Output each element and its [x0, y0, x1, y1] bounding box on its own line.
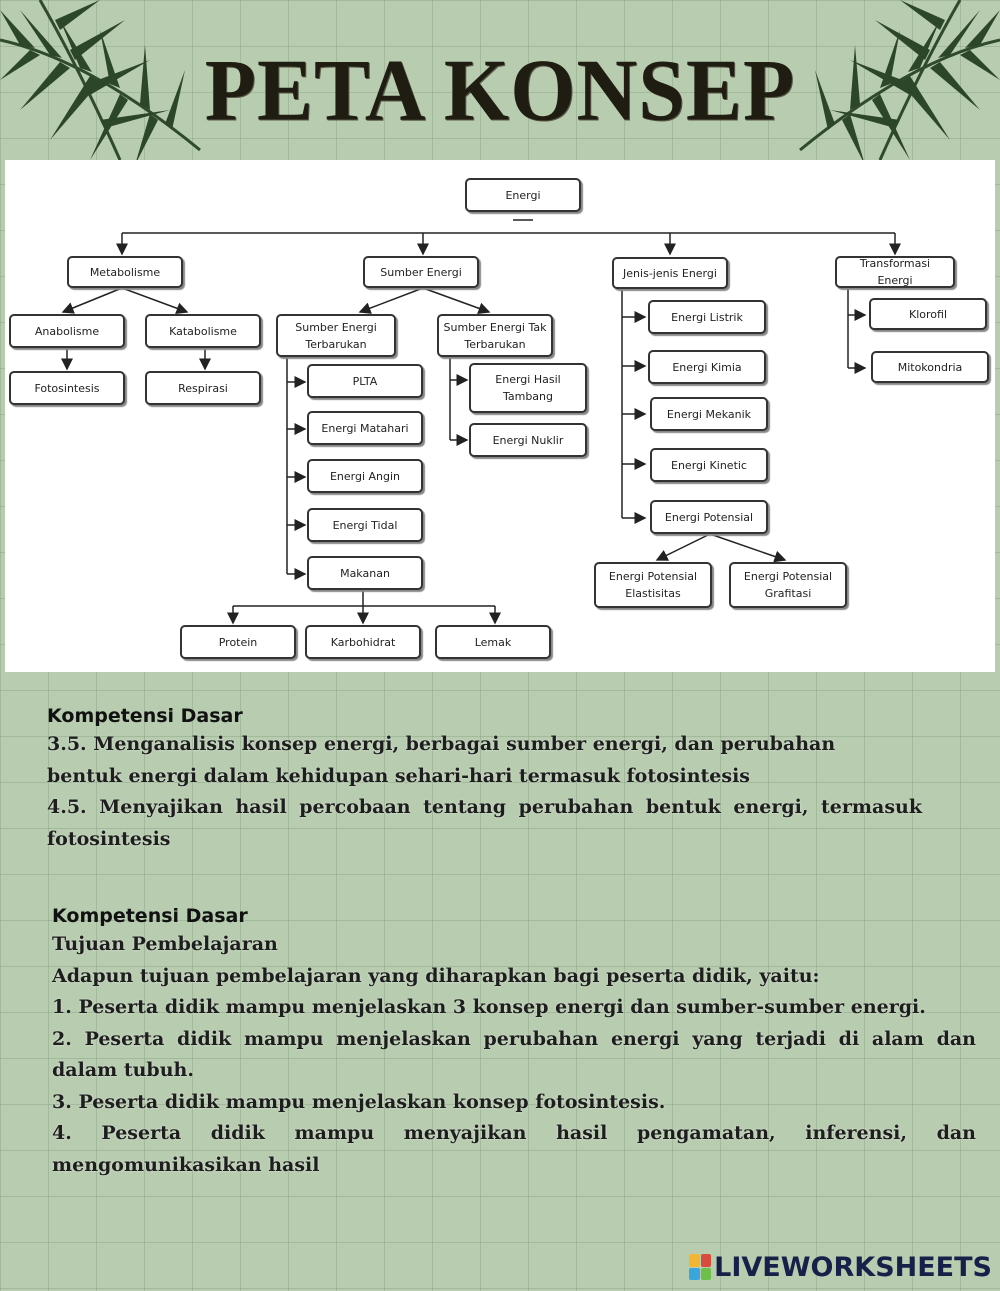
- node-sumber-energi: Sumber Energi: [363, 256, 479, 288]
- node-protein: Protein: [180, 625, 296, 659]
- node-energi-angin: Energi Angin: [307, 459, 423, 493]
- concept-map: Energi Metabolisme Anabolisme Katabolism…: [5, 160, 995, 672]
- tujuan-heading: Kompetensi Dasar: [52, 905, 248, 927]
- node-katabolisme: Katabolisme: [145, 314, 261, 348]
- kompetensi-dasar-section: Kompetensi Dasar 3.5. Menganalisis konse…: [47, 705, 922, 855]
- kd-3-5-line1: 3.5. Menganalisis konsep energi, berbaga…: [47, 733, 836, 755]
- node-sumber-tak-terbarukan: Sumber Energi Tak Terbarukan: [437, 314, 553, 357]
- node-respirasi: Respirasi: [145, 371, 261, 405]
- node-mitokondria: Mitokondria: [871, 351, 989, 383]
- liveworksheets-logo[interactable]: LIVEWORKSHEETS: [689, 1251, 992, 1283]
- node-jenis-energi: Jenis-jenis Energi: [612, 257, 728, 289]
- node-potensial-grafitasi: Energi Potensial Grafitasi: [729, 562, 847, 608]
- node-fotosintesis: Fotosintesis: [9, 371, 125, 405]
- node-metabolisme: Metabolisme: [67, 256, 183, 288]
- logo-square-1: [689, 1254, 700, 1267]
- node-energi-kimia: Energi Kimia: [648, 350, 766, 384]
- kd-4-5-line1: 4.5. Menyajikan hasil percobaan tentang …: [47, 796, 922, 818]
- palm-leaf-left-decoration: [0, 0, 201, 165]
- concept-map-connectors: [61, 219, 901, 625]
- node-transformasi-energi: Transformasi Energi: [835, 256, 955, 288]
- node-sumber-terbarukan: Sumber Energi Terbarukan: [276, 314, 396, 357]
- node-potensial-elastisitas: Energi Potensial Elastisitas: [594, 562, 712, 608]
- node-energi-listrik: Energi Listrik: [648, 300, 766, 334]
- tujuan-item-2-line1: 2. Peserta didik mampu menjelaskan perub…: [52, 1027, 976, 1050]
- tujuan-subheading: Tujuan Pembelajaran: [52, 933, 278, 955]
- tujuan-item-3: 3. Peserta didik mampu menjelaskan konse…: [52, 1090, 666, 1113]
- kd-3-5-line2: bentuk energi dalam kehidupan sehari-har…: [47, 764, 750, 787]
- node-nuklir: Energi Nuklir: [469, 423, 587, 457]
- node-energi-matahari: Energi Matahari: [307, 411, 423, 445]
- node-anabolisme: Anabolisme: [9, 314, 125, 348]
- node-lemak: Lemak: [435, 625, 551, 659]
- palm-leaf-right-decoration: [799, 0, 1000, 165]
- tujuan-pembelajaran-section: Kompetensi Dasar Tujuan Pembelajaran Ada…: [52, 905, 976, 1181]
- node-plta: PLTA: [307, 364, 423, 398]
- logo-square-2: [700, 1254, 712, 1267]
- node-energi-tidal: Energi Tidal: [307, 508, 423, 542]
- kd-4-5-line2: fotosintesis: [47, 827, 171, 850]
- liveworksheets-logo-text: LIVEWORKSHEETS: [714, 1251, 992, 1283]
- node-hasil-tambang: Energi Hasil Tambang: [469, 363, 587, 413]
- node-klorofil: Klorofil: [869, 298, 987, 330]
- tujuan-item-4-line1: 4. Peserta didik mampu menyajikan hasil …: [52, 1122, 976, 1144]
- logo-square-4: [700, 1267, 712, 1280]
- kompetensi-dasar-heading: Kompetensi Dasar: [47, 705, 243, 727]
- liveworksheets-logo-icon: [689, 1254, 712, 1280]
- page-title: PETA KONSEP: [204, 41, 796, 140]
- tujuan-item-4-line2: mengomunikasikan hasil: [52, 1153, 320, 1176]
- node-energi: Energi: [465, 178, 581, 212]
- node-karbohidrat: Karbohidrat: [305, 625, 421, 659]
- tujuan-item-2-line2: dalam tubuh.: [52, 1059, 194, 1081]
- logo-square-3: [689, 1267, 700, 1280]
- node-makanan: Makanan: [307, 556, 423, 590]
- node-energi-kinetic: Energi Kinetic: [650, 448, 768, 482]
- tujuan-intro: Adapun tujuan pembelajaran yang diharapk…: [52, 964, 820, 987]
- tujuan-item-1: 1. Peserta didik mampu menjelaskan 3 kon…: [52, 996, 926, 1018]
- node-energi-mekanik: Energi Mekanik: [650, 397, 768, 431]
- node-energi-potensial: Energi Potensial: [650, 500, 768, 534]
